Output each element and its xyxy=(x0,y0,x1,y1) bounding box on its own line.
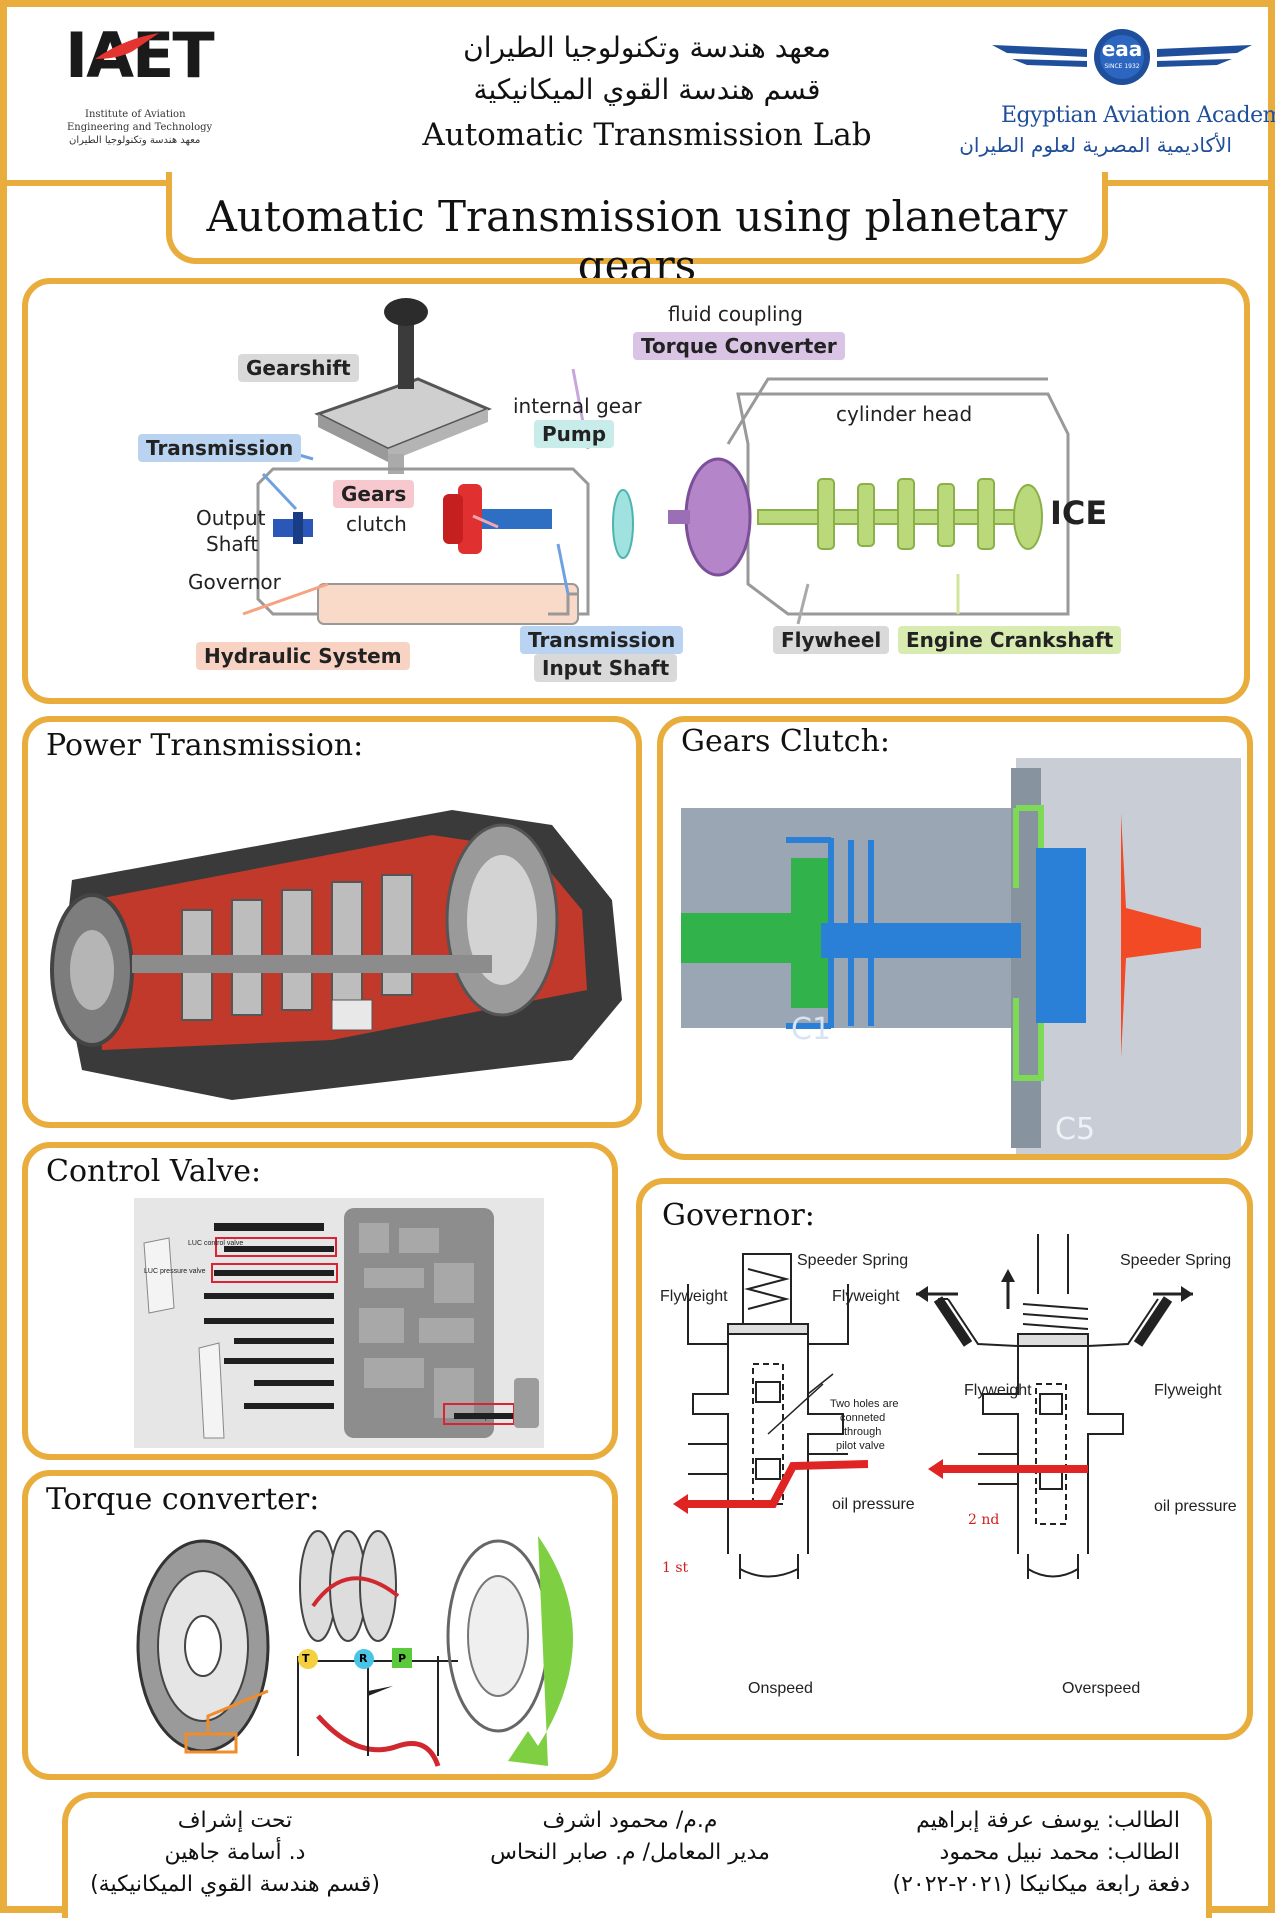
footer-supervision: تحت إشراف xyxy=(177,1808,293,1833)
header: IAET Institute of Aviation Engineering a… xyxy=(7,7,1275,180)
label-transmission: Transmission xyxy=(138,434,302,462)
overview-diagram: Gearshift Transmission Output Shaft Gove… xyxy=(22,278,1250,704)
iaet-logo-sub3: معهد هندسة وتكنولوجيا الطيران xyxy=(69,135,201,146)
label-output-shaft-1: Output xyxy=(196,506,266,530)
iaet-logo-name: IAET xyxy=(65,19,215,92)
crankshaft-shape xyxy=(757,478,1043,550)
iaet-logo-sub2: Engineering and Technology xyxy=(67,122,213,133)
iaet-logo-sub1: Institute of Aviation xyxy=(85,109,186,120)
title-banner xyxy=(166,172,1108,264)
gov-second-label: 2 nd xyxy=(968,1512,1000,1528)
control-valve-panel: Control Valve: LUC control valve xyxy=(22,1142,618,1460)
power-transmission-title: Power Transmission: xyxy=(46,728,364,763)
gearshift-icon xyxy=(314,298,492,474)
gov-left-speeder-spring: Speeder Spring xyxy=(797,1252,909,1269)
gov-left-flyweight-2: Flyweight xyxy=(832,1288,900,1305)
eaa-logo: eaa SINCE 1932 Egyptian Aviation Academy… xyxy=(959,27,1275,167)
header-line1: معهد هندسة وتكنولوجيا الطيران xyxy=(463,31,831,64)
label-engine-crankshaft: Engine Crankshaft xyxy=(898,626,1122,654)
label-fluid-coupling: fluid coupling xyxy=(668,302,803,326)
gov-left-flyweight-1: Flyweight xyxy=(660,1288,728,1305)
gov-onspeed-label: Onspeed xyxy=(748,1680,813,1697)
governor-diagram xyxy=(673,1234,1193,1579)
label-ice: ICE xyxy=(1050,494,1108,532)
tc-p-label: P xyxy=(398,1652,407,1665)
clutch-c5-label: C5 xyxy=(1055,1112,1096,1147)
label-clutch: clutch xyxy=(346,512,407,536)
clutch-c1-label: C1 xyxy=(791,1012,832,1047)
gov-overspeed-label: Overspeed xyxy=(1062,1680,1141,1697)
page-title: Automatic Transmission using planetary g… xyxy=(206,192,1068,290)
footer-assistant: م.م/ محمود اشرف xyxy=(542,1808,718,1833)
gov-left-oil-pressure: oil pressure xyxy=(832,1496,915,1513)
control-valve-image xyxy=(134,1198,544,1448)
footer-lab-manager: مدير المعامل/ م. صابر النحاس xyxy=(490,1840,770,1865)
tc-r-label: R xyxy=(359,1652,368,1665)
gears-shape xyxy=(443,484,552,554)
label-transmission-input-1: Transmission xyxy=(520,626,684,654)
label-governor: Governor xyxy=(188,570,281,594)
label-pump: Pump xyxy=(534,420,615,448)
gov-right-flyweight-2: Flyweight xyxy=(1154,1382,1222,1399)
eaa-mark: eaa xyxy=(1101,37,1143,61)
label-flywheel: Flywheel xyxy=(773,626,890,654)
torque-converter-diagram xyxy=(136,1530,573,1767)
footer-batch: دفعة رابعة ميكانيكا (٢٠٢١-٢٠٢٢) xyxy=(892,1872,1190,1897)
label-gearshift: Gearshift xyxy=(238,354,359,382)
cv-luc-pressure-label: LUC pressure valve xyxy=(144,1268,206,1275)
gov-right-flyweight-1: Flyweight xyxy=(964,1382,1032,1399)
footer-supervisor: د. أسامة جاهين xyxy=(164,1840,306,1865)
footer-banner xyxy=(62,1792,1212,1918)
hydraulic-system-shape xyxy=(317,583,579,625)
footer-student-1: الطالب: يوسف عرفة إبراهيم xyxy=(916,1808,1180,1833)
gov-two-holes-3: through xyxy=(844,1426,882,1438)
label-cylinder-head: cylinder head xyxy=(836,402,973,426)
gears-clutch-panel: Gears Clutch: C1 C5 xyxy=(657,716,1253,1160)
pump-shape xyxy=(612,489,634,559)
label-gears: Gears xyxy=(333,480,415,508)
torque-converter-title: Torque converter: xyxy=(46,1482,320,1517)
governor-title: Governor: xyxy=(662,1198,815,1233)
engine-block xyxy=(736,392,1070,616)
header-line3: Automatic Transmission Lab xyxy=(422,117,872,153)
torque-converter-panel: Torque converter: T R P xyxy=(22,1470,618,1780)
torque-converter-shape xyxy=(684,457,752,577)
eaa-wings-icon xyxy=(992,29,1252,85)
eaa-name-en: Egyptian Aviation Academy xyxy=(1001,103,1275,128)
gov-right-oil-pressure: oil pressure xyxy=(1154,1498,1237,1515)
governor-panel: Governor: xyxy=(636,1178,1253,1740)
footer-department: (قسم هندسة القوي الميكانيكية) xyxy=(90,1872,380,1897)
gov-first-label: 1 st xyxy=(662,1560,689,1576)
transmission-cutaway-image xyxy=(50,810,622,1100)
footer-student-2: الطالب: محمد نبيل محمود xyxy=(939,1840,1180,1865)
gov-two-holes-4: pilot valve xyxy=(836,1440,885,1452)
cv-luc-control-label: LUC control valve xyxy=(188,1240,244,1247)
label-internal-gear: internal gear xyxy=(513,394,642,418)
cv-damper-label: Damper xyxy=(468,1412,497,1421)
label-hydraulic-system: Hydraulic System xyxy=(196,642,410,670)
eaa-since: SINCE 1932 xyxy=(1104,63,1140,70)
gov-two-holes-2: conneted xyxy=(840,1412,886,1424)
gears-clutch-diagram xyxy=(681,758,1241,1154)
label-torque-converter: Torque Converter xyxy=(633,332,845,360)
gov-two-holes-1: Two holes are xyxy=(830,1398,899,1410)
eaa-name-ar: الأكاديمية المصرية لعلوم الطيران xyxy=(959,133,1232,157)
gov-right-speeder-spring: Speeder Spring xyxy=(1120,1252,1232,1269)
iaet-logo: IAET Institute of Aviation Engineering a… xyxy=(65,25,235,165)
header-line2: قسم هندسة القوي الميكانيكية xyxy=(473,73,821,106)
label-output-shaft-2: Shaft xyxy=(206,532,259,556)
gears-clutch-title: Gears Clutch: xyxy=(681,724,891,759)
control-valve-title: Control Valve: xyxy=(46,1154,262,1189)
label-transmission-input-2: Input Shaft xyxy=(534,654,678,682)
overview-diagram-art xyxy=(242,298,1070,625)
tc-t-label: T xyxy=(302,1652,310,1665)
power-transmission-panel: Power Transmission: xyxy=(22,716,642,1128)
iaet-swoosh-icon xyxy=(95,33,159,59)
